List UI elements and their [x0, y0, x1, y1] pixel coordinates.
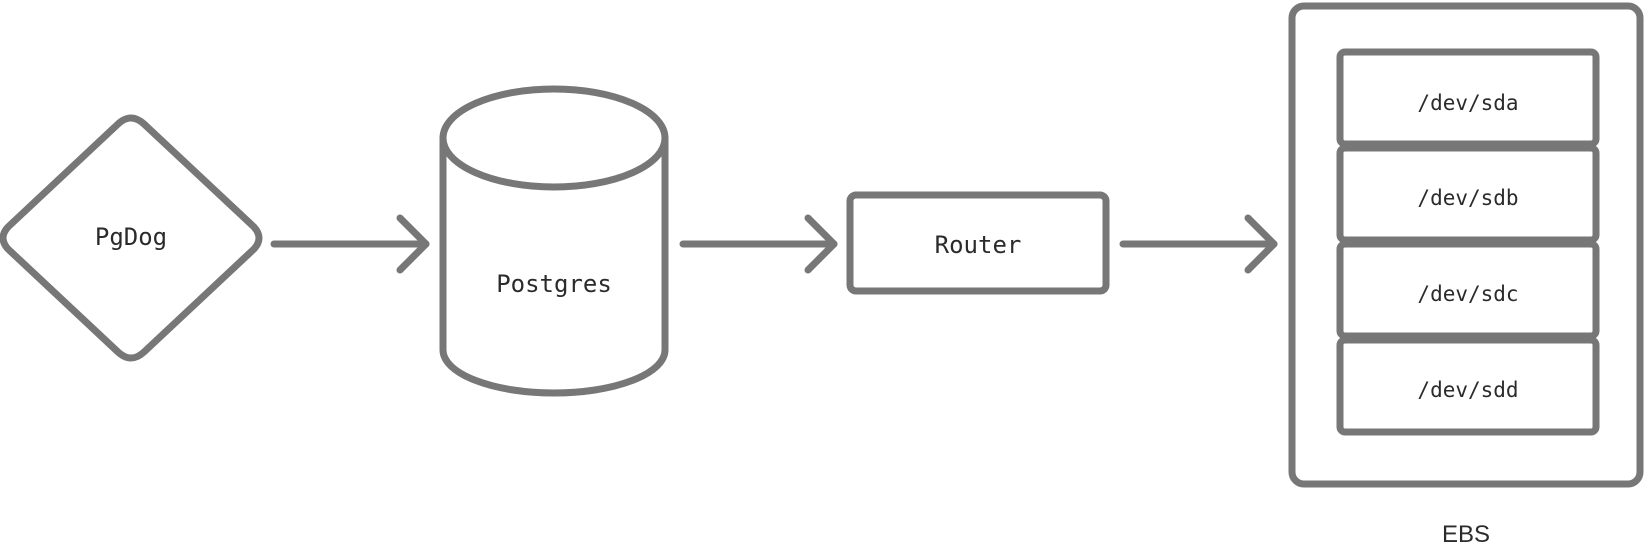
router-label: Router	[935, 231, 1022, 259]
pgdog-label: PgDog	[95, 223, 167, 251]
ebs-label: EBS	[1442, 521, 1490, 544]
edge-postgres-to-router	[679, 214, 838, 274]
postgres-cylinder-body	[439, 134, 669, 397]
device-label: /dev/sdc	[1417, 282, 1518, 306]
node-ebs: /dev/sda /dev/sdb /dev/sdc /dev/sdd EBS	[1288, 2, 1644, 544]
edge-router-to-ebs	[1119, 214, 1278, 274]
device-label: /dev/sdb	[1417, 186, 1518, 210]
node-router: Router	[846, 191, 1110, 295]
arrow-head-icon	[396, 214, 430, 274]
edge-pgdog-to-postgres	[270, 214, 430, 274]
device-label: /dev/sdd	[1417, 378, 1518, 402]
device-label: /dev/sda	[1417, 91, 1518, 115]
node-pgdog: PgDog	[0, 114, 263, 362]
node-postgres: Postgres	[439, 85, 669, 397]
arrow-head-icon	[1244, 214, 1278, 274]
device-box	[1336, 144, 1600, 244]
postgres-label: Postgres	[496, 270, 612, 298]
postgres-cylinder-top	[439, 85, 669, 191]
device-box	[1336, 240, 1600, 340]
router-rect	[846, 191, 1110, 295]
arrow-head-icon	[804, 214, 838, 274]
device-sdb: /dev/sdb	[1336, 144, 1600, 244]
pgdog-diamond-shape	[0, 114, 263, 362]
device-sdc: /dev/sdc	[1336, 240, 1600, 340]
device-box	[1336, 336, 1600, 436]
device-sda: /dev/sda	[1336, 48, 1600, 148]
device-sdd: /dev/sdd	[1336, 336, 1600, 436]
device-box	[1336, 48, 1600, 148]
